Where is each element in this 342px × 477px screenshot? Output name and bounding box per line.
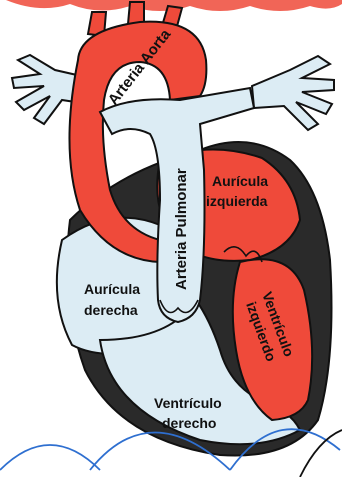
label-left-atrium-2: izquierda bbox=[206, 193, 268, 209]
label-left-atrium-1: Aurícula bbox=[212, 173, 268, 189]
label-right-atrium-2: derecha bbox=[84, 302, 138, 318]
label-right-atrium-1: Aurícula bbox=[84, 281, 140, 297]
right-pulmonary-vessels bbox=[252, 56, 334, 130]
label-right-ventricle-2: derecho bbox=[162, 415, 216, 431]
label-pulmonary-artery: Arteria Pulmonar bbox=[173, 168, 190, 290]
label-right-ventricle-1: Ventrículo bbox=[154, 395, 222, 411]
